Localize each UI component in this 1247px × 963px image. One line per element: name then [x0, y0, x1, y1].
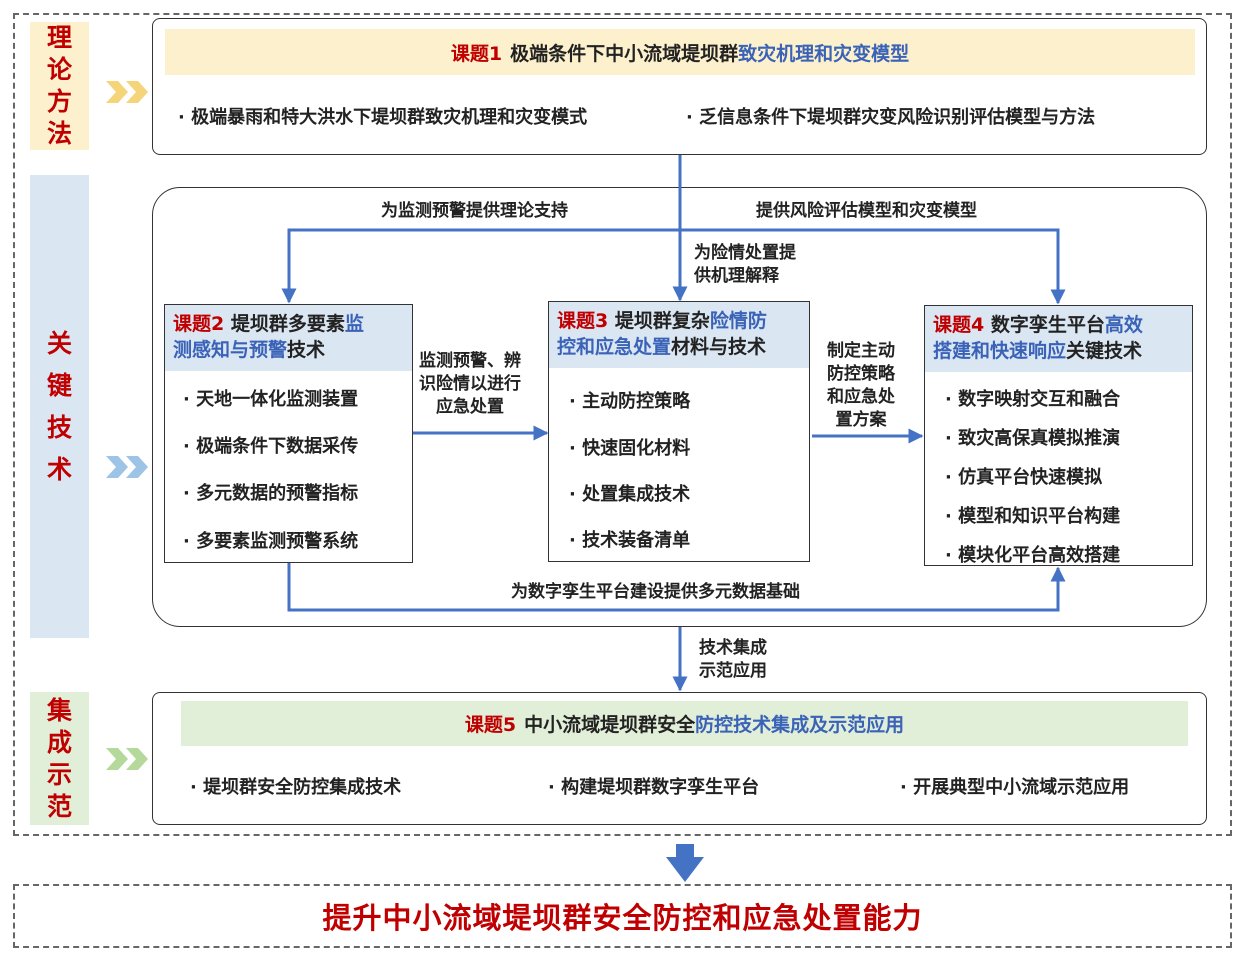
label-twin-data: 为数字孪生平台建设提供多元数据基础 [511, 581, 800, 604]
topic2-item: · 极端条件下数据采传 [183, 436, 359, 457]
outer-frame [13, 13, 1232, 836]
topic5-bullet: · 构建堤坝群数字孪生平台 [548, 777, 760, 798]
topic5-bullet: · 开展典型中小流域示范应用 [900, 777, 1130, 798]
side-char: 范 [46, 791, 72, 821]
chevron-right-icon [106, 748, 148, 770]
side-char: 论 [46, 55, 72, 84]
topic5-title: 中小流域堤坝群安全 [524, 714, 696, 736]
topic4-item: · 致灾高保真模拟推演 [945, 428, 1121, 449]
label-mechanism: 为险情处置提 供机理解释 [694, 242, 796, 288]
topic3-item: · 快速固化材料 [569, 438, 691, 459]
topic1-title: 极端条件下中小流域堤坝群 [510, 42, 739, 65]
chevron-right-icon [106, 81, 148, 103]
topic2-item: · 多要素监测预警系统 [183, 531, 359, 552]
topic1-banner: 课题1 极端条件下中小流域堤坝群 致灾机理和灾变模型 [165, 29, 1195, 75]
side-label-tech: 关 键 技 术 [30, 175, 89, 638]
side-label-demo: 集 成 示 范 [30, 692, 89, 825]
topic3-box: 课题3 堤坝群复杂险情防控和应急处置材料与技术 · 主动防控策略 · 快速固化材… [548, 301, 810, 562]
side-char: 理 [46, 23, 72, 52]
topic3-item: · 技术装备清单 [569, 530, 691, 551]
side-char: 集 [46, 695, 72, 725]
topic5-highlight: 防控技术集成及示范应用 [695, 714, 905, 736]
label-monitor-support: 为监测预警提供理论支持 [381, 200, 568, 223]
side-label-theory: 理 论 方 法 [30, 22, 89, 150]
topic3-item: · 主动防控策略 [569, 391, 691, 412]
side-char: 成 [46, 727, 72, 757]
topic5-number: 课题5 [464, 714, 517, 736]
topic1-number: 课题1 [450, 42, 503, 65]
side-char: 术 [46, 454, 72, 484]
topic5-banner: 课题5 中小流域堤坝群安全 防控技术集成及示范应用 [181, 701, 1188, 746]
label-integration: 技术集成 示范应用 [699, 637, 767, 683]
label-strategy: 制定主动 防控策略 和应急处 置方案 [827, 340, 895, 432]
topic5-bullet: · 堤坝群安全防控集成技术 [190, 777, 402, 798]
side-char: 示 [46, 759, 72, 789]
topic1-bullet: · 乏信息条件下堤坝群灾变风险识别评估模型与方法 [686, 107, 1096, 128]
side-char: 关 [46, 328, 72, 358]
side-char: 技 [46, 412, 72, 442]
final-goal: 提升中小流域堤坝群安全防控和应急处置能力 [322, 901, 923, 935]
topic3-heading: 课题3 堤坝群复杂险情防控和应急处置材料与技术 [549, 302, 809, 368]
topic2-item: · 天地一体化监测装置 [183, 389, 359, 410]
topic4-item: · 仿真平台快速模拟 [945, 467, 1103, 488]
topic2-item: · 多元数据的预警指标 [183, 483, 359, 504]
topic2-heading: 课题2 堤坝群多要素监测感知与预警技术 [165, 305, 412, 371]
down-arrow-icon [666, 844, 704, 882]
topic4-box: 课题4 数字孪生平台高效搭建和快速响应关键技术 · 数字映射交互和融合 · 致灾… [924, 305, 1193, 566]
topic1-bullet: · 极端暴雨和特大洪水下堤坝群致灾机理和灾变模式 [178, 107, 588, 128]
chevron-right-icon [106, 456, 148, 478]
label-risk-model: 提供风险评估模型和灾变模型 [756, 200, 977, 223]
topic2-box: 课题2 堤坝群多要素监测感知与预警技术 · 天地一体化监测装置 · 极端条件下数… [164, 304, 413, 563]
side-char: 键 [46, 370, 72, 400]
side-char: 方 [46, 87, 72, 116]
label-emergency: 监测预警、辨 识险情以进行 应急处置 [419, 350, 521, 419]
topic1-highlight: 致灾机理和灾变模型 [738, 42, 910, 65]
topic4-heading: 课题4 数字孪生平台高效搭建和快速响应关键技术 [925, 306, 1192, 372]
side-char: 法 [46, 119, 72, 148]
topic3-item: · 处置集成技术 [569, 484, 691, 505]
topic4-item: · 数字映射交互和融合 [945, 389, 1121, 410]
final-goal-frame: 提升中小流域堤坝群安全防控和应急处置能力 [13, 884, 1232, 948]
topic4-item: · 模块化平台高效搭建 [945, 545, 1121, 566]
topic4-item: · 模型和知识平台构建 [945, 506, 1121, 527]
